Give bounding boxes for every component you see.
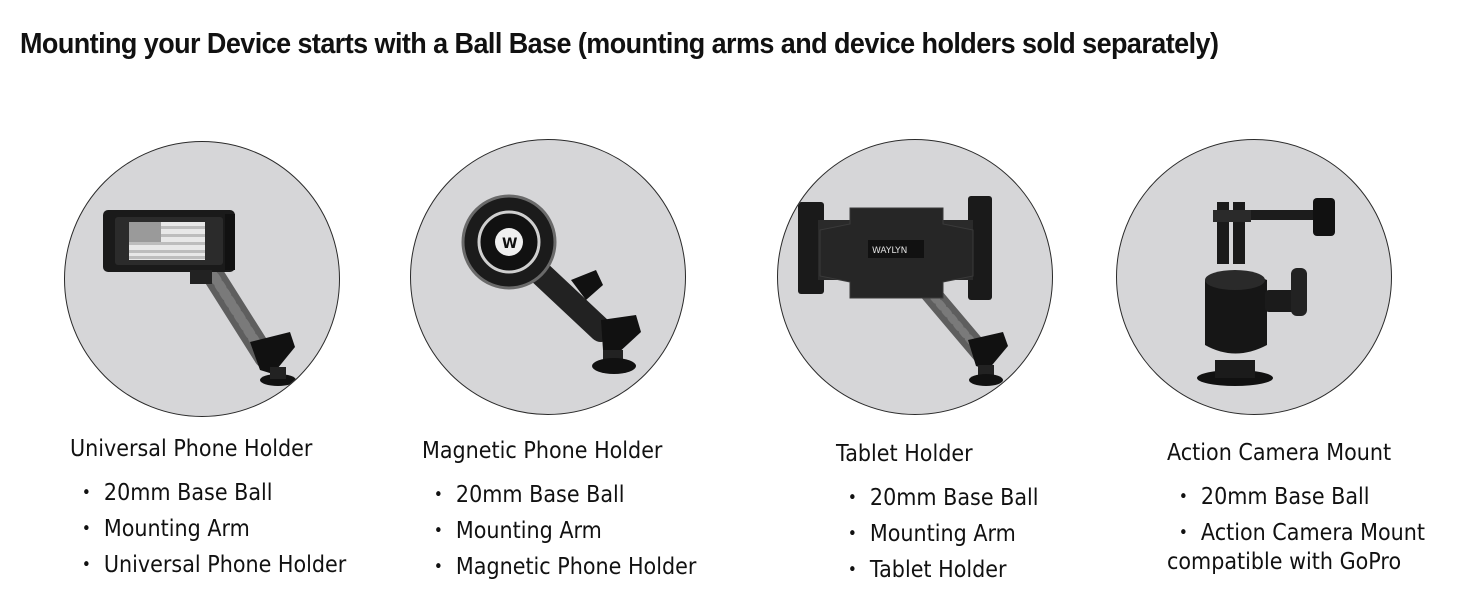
- list-item-continuation: compatible with GoPro: [1167, 549, 1402, 575]
- list-item: ・Universal Phone Holder: [76, 545, 346, 579]
- svg-text:W: W: [502, 236, 517, 252]
- product-image-magnetic-phone-holder: W: [410, 139, 686, 415]
- card-title: Magnetic Phone Holder: [422, 438, 663, 464]
- list-item: ・20mm Base Ball: [842, 478, 1039, 512]
- product-image-tablet-holder: WAYLYN: [777, 139, 1053, 415]
- page-headline: Mounting your Device starts with a Ball …: [20, 28, 1219, 60]
- product-image-action-camera-mount: [1116, 139, 1392, 415]
- product-image-universal-phone-holder: [64, 141, 340, 417]
- bullet-icon: ・: [1173, 484, 1194, 510]
- list-item: ・Mounting Arm: [76, 509, 250, 543]
- list-item: ・Mounting Arm: [842, 514, 1016, 548]
- bullet-icon: ・: [428, 518, 449, 544]
- list-item: ・Action Camera Mount: [1173, 513, 1425, 547]
- list-item: ・Mounting Arm: [428, 511, 602, 545]
- bullet-icon: ・: [428, 554, 449, 580]
- bullet-icon: ・: [842, 521, 863, 547]
- card-title: Action Camera Mount: [1167, 440, 1392, 466]
- list-item: ・20mm Base Ball: [428, 475, 625, 509]
- list-item: ・20mm Base Ball: [76, 473, 273, 507]
- list-item: ・Tablet Holder: [842, 550, 1007, 584]
- card-title: Universal Phone Holder: [70, 436, 313, 462]
- list-item: ・20mm Base Ball: [1173, 477, 1370, 511]
- bullet-icon: ・: [76, 516, 97, 542]
- brand-logo: WAYLYN: [872, 246, 907, 256]
- bullet-icon: ・: [1173, 520, 1194, 546]
- bullet-icon: ・: [76, 480, 97, 506]
- bullet-icon: ・: [842, 557, 863, 583]
- bullet-icon: ・: [842, 485, 863, 511]
- bullet-icon: ・: [76, 552, 97, 578]
- list-item: ・Magnetic Phone Holder: [428, 547, 696, 581]
- card-title: Tablet Holder: [836, 441, 973, 467]
- bullet-icon: ・: [428, 482, 449, 508]
